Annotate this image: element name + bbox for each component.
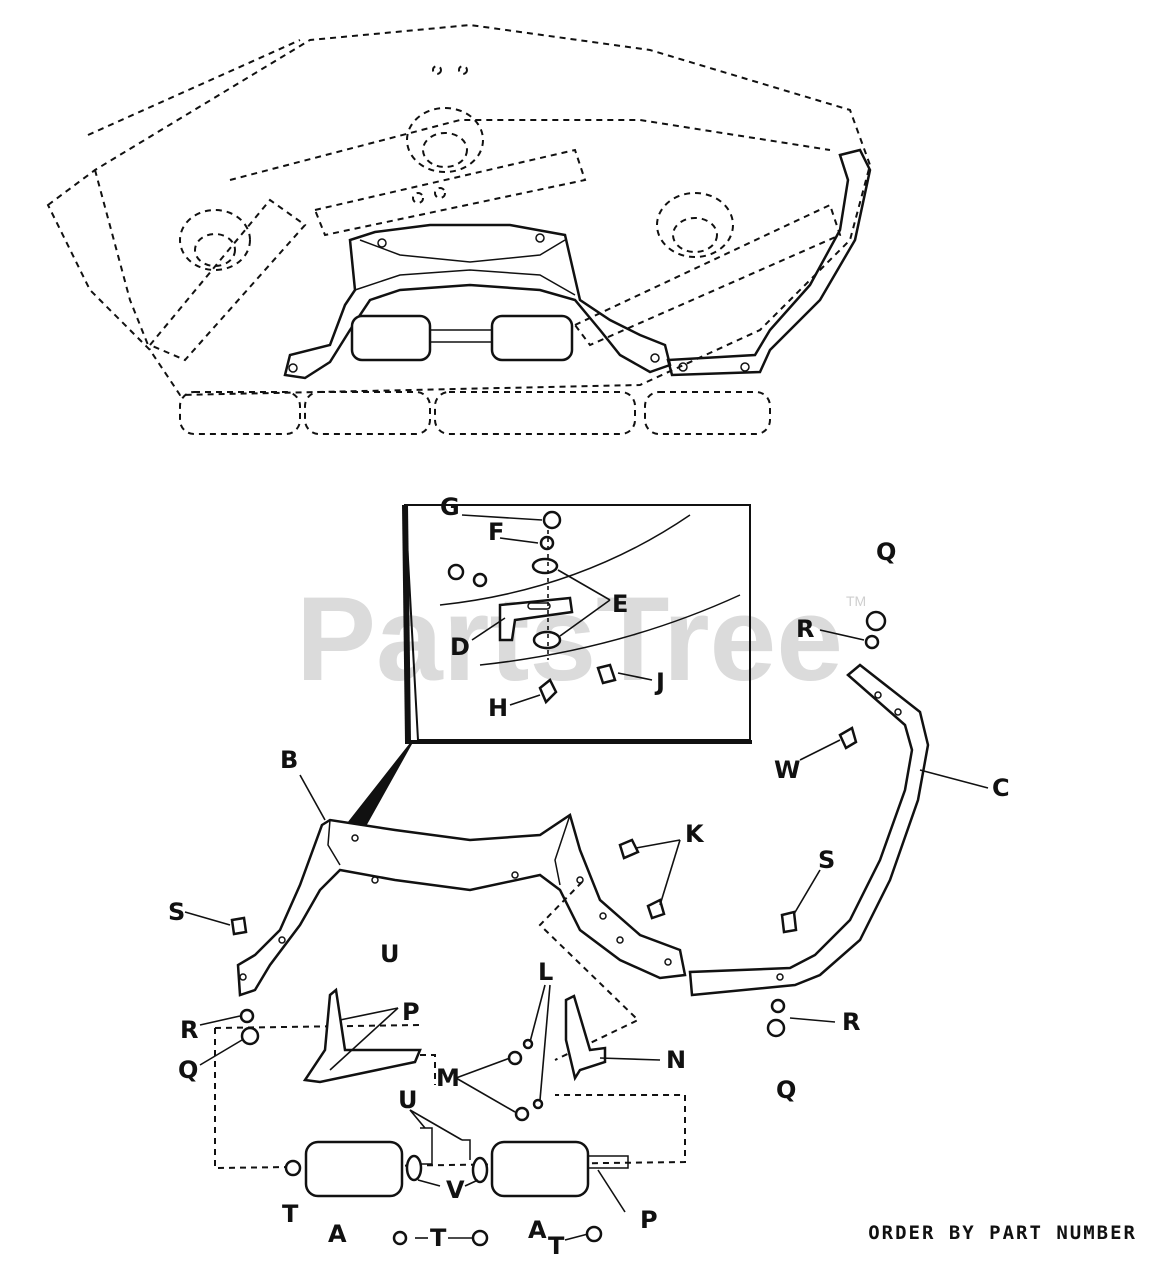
label-l: L <box>538 958 553 986</box>
watermark-text: PartsTree <box>296 572 843 706</box>
bracket-b <box>236 813 687 997</box>
nut-g-left <box>447 563 465 581</box>
label-f: F <box>488 518 504 546</box>
lock-washer-f-left <box>472 572 488 588</box>
label-w: W <box>774 756 800 784</box>
label-p-top: P <box>402 998 420 1026</box>
lock-washer-f <box>539 535 555 551</box>
label-c: C <box>992 774 1010 802</box>
label-j: J <box>654 668 665 696</box>
label-e: E <box>612 590 628 618</box>
label-u-lower: U <box>398 1086 418 1114</box>
label-d: D <box>450 633 470 661</box>
front-bar-c <box>688 663 930 997</box>
part-labels: G F E D J H Q R W C B K S U S L P N R Q … <box>168 493 1010 1260</box>
label-p-bottom: P <box>640 1206 658 1234</box>
roller-a-left <box>304 1140 404 1198</box>
label-q-right: Q <box>776 1076 796 1104</box>
washer-e-bottom <box>532 630 562 650</box>
label-b: B <box>280 746 298 774</box>
label-r-left: R <box>180 1016 198 1044</box>
label-m: M <box>436 1064 460 1092</box>
bolt-j <box>596 663 617 685</box>
label-s-right: S <box>818 846 835 874</box>
label-k: K <box>685 820 705 848</box>
label-r-right: R <box>842 1008 860 1036</box>
label-q-top: Q <box>876 538 896 566</box>
label-t-left: T <box>282 1200 299 1228</box>
label-n: N <box>666 1046 686 1074</box>
label-a-left: A <box>328 1220 347 1248</box>
label-v: V <box>446 1176 465 1204</box>
leader-lines <box>184 514 989 1241</box>
label-r-top: R <box>796 615 814 643</box>
order-note: ORDER BY PART NUMBER <box>868 1222 1137 1244</box>
washer-e-top <box>531 557 559 575</box>
hardware <box>230 610 887 1247</box>
label-g: G <box>440 493 460 521</box>
bolt-h <box>538 678 558 705</box>
nut-g <box>542 510 562 530</box>
label-q-left: Q <box>178 1056 198 1084</box>
inset-detail-box <box>332 504 752 842</box>
label-h: H <box>488 694 508 722</box>
mower-deck-assembly-view <box>46 23 872 435</box>
label-s-left: S <box>168 898 185 926</box>
label-t-right: T <box>548 1232 565 1260</box>
watermark-trademark: TM <box>846 593 866 609</box>
label-t-bottom: T <box>430 1224 447 1252</box>
roller-a-right <box>490 1140 590 1198</box>
label-u-mid: U <box>380 940 400 968</box>
label-a-right: A <box>528 1216 547 1244</box>
